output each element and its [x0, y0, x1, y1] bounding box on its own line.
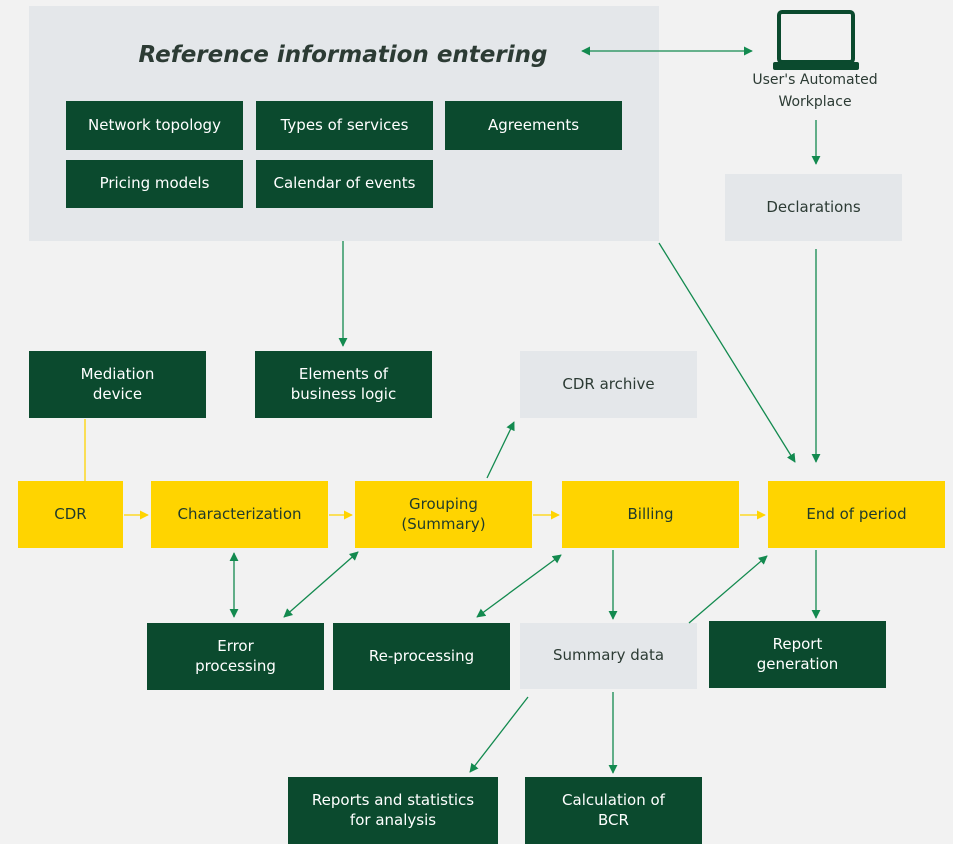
node-re-processing: Re-processing — [333, 623, 510, 690]
arrow-panel-end — [658, 242, 796, 463]
node-types-of-services: Types of services — [256, 101, 433, 150]
node-cdr-archive: CDR archive — [520, 351, 697, 418]
arrow-grouping-error — [283, 551, 359, 618]
node-network-topology: Network topology — [66, 101, 243, 150]
node-characterization: Characterization — [151, 481, 328, 548]
node-pricing-models: Pricing models — [66, 160, 243, 208]
workplace-label: User's Automated Workplace — [752, 72, 878, 110]
node-mediation-device: Mediation device — [29, 351, 206, 418]
laptop-icon — [773, 10, 859, 70]
node-calendar-of-events: Calendar of events — [256, 160, 433, 208]
arrow-grouping-archive — [486, 421, 515, 479]
arrow-billing-reprocessing — [476, 554, 562, 618]
node-cdr: CDR — [18, 481, 123, 548]
node-reports-statistics: Reports and statistics for analysis — [288, 777, 498, 844]
node-summary-data: Summary data — [520, 623, 697, 689]
arrow-summary-reports — [469, 696, 529, 773]
node-billing: Billing — [562, 481, 739, 548]
node-end-of-period: End of period — [768, 481, 945, 548]
node-declarations: Declarations — [725, 174, 902, 241]
node-calculation-bcr: Calculation of BCR — [525, 777, 702, 844]
node-grouping: Grouping (Summary) — [355, 481, 532, 548]
node-agreements: Agreements — [445, 101, 622, 150]
node-report-generation: Report generation — [709, 621, 886, 688]
arrow-summary-end — [688, 555, 768, 624]
reference-panel-title: Reference information entering — [138, 42, 548, 68]
node-business-logic: Elements of business logic — [255, 351, 432, 418]
node-error-processing: Error processing — [147, 623, 324, 690]
